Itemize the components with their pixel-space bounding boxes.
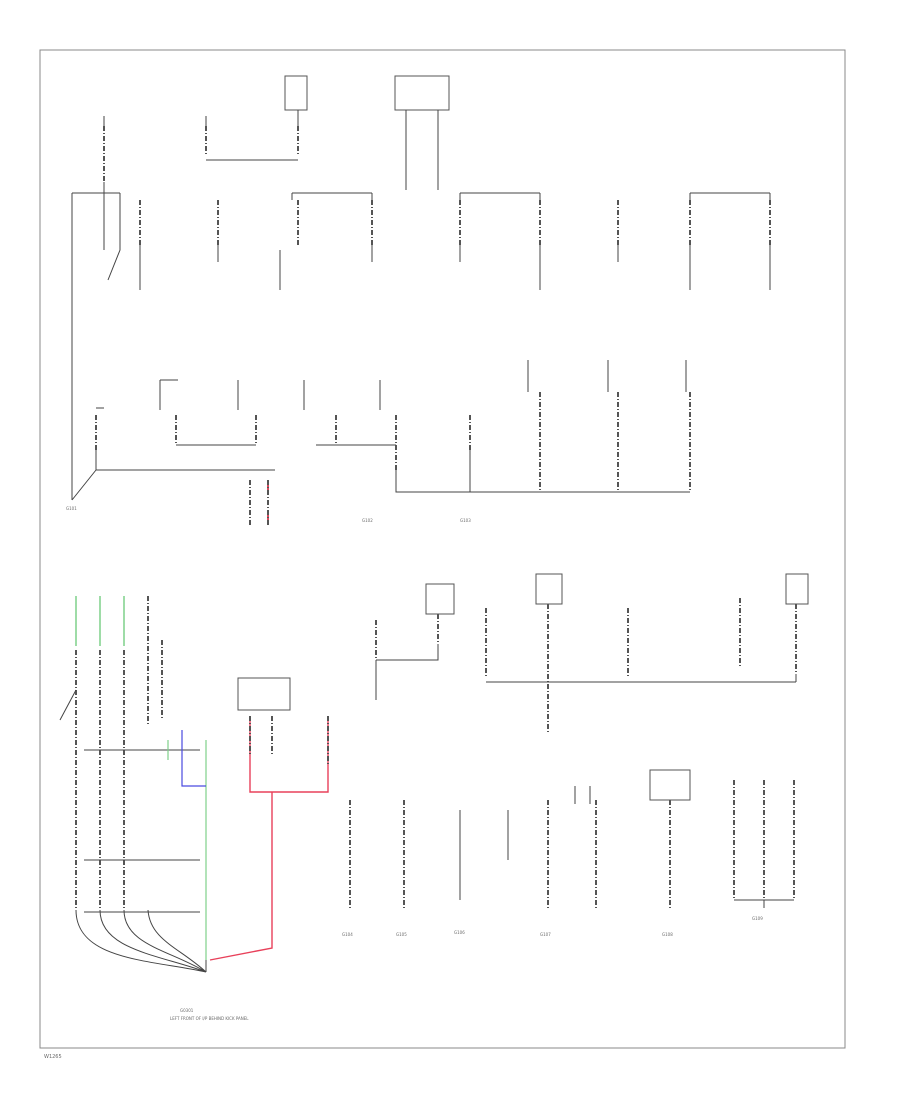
blue-wire [181, 730, 206, 787]
ground-label-g4: G104 [342, 932, 353, 937]
component-box [394, 75, 450, 111]
bottom-row-grounds [349, 769, 795, 910]
component-box [649, 769, 691, 801]
page-code: W1265 [44, 1054, 62, 1060]
ground-label-g8: G108 [662, 932, 673, 937]
component-box [785, 573, 809, 605]
component-box [535, 573, 563, 605]
red-wire [209, 716, 329, 961]
ground-label-g3: G103 [460, 518, 471, 523]
top-row-components [103, 75, 450, 190]
ground-label-g7: G107 [540, 932, 551, 937]
component-box [284, 75, 308, 111]
ground-label-g5: G105 [396, 932, 407, 937]
ground-label-main: G0301 [180, 1008, 194, 1013]
component-box [425, 583, 455, 615]
component-box [237, 677, 291, 711]
ground-label-g2: G102 [362, 518, 373, 523]
third-row-components [71, 360, 691, 525]
ground-location-label: LEFT FRONT OF I/P BEHIND KICK PANEL [170, 1016, 249, 1021]
ground-label-g1: G101 [66, 506, 77, 511]
green-wire [75, 596, 125, 646]
ground-label-g9: G109 [752, 916, 763, 921]
left-wire-bundle [59, 596, 329, 973]
ground-label-g6: G106 [454, 930, 465, 935]
middle-center-grounds [375, 573, 809, 734]
page-border [39, 49, 846, 1049]
second-row-components [71, 182, 771, 500]
green-trunk-wire [167, 740, 207, 960]
